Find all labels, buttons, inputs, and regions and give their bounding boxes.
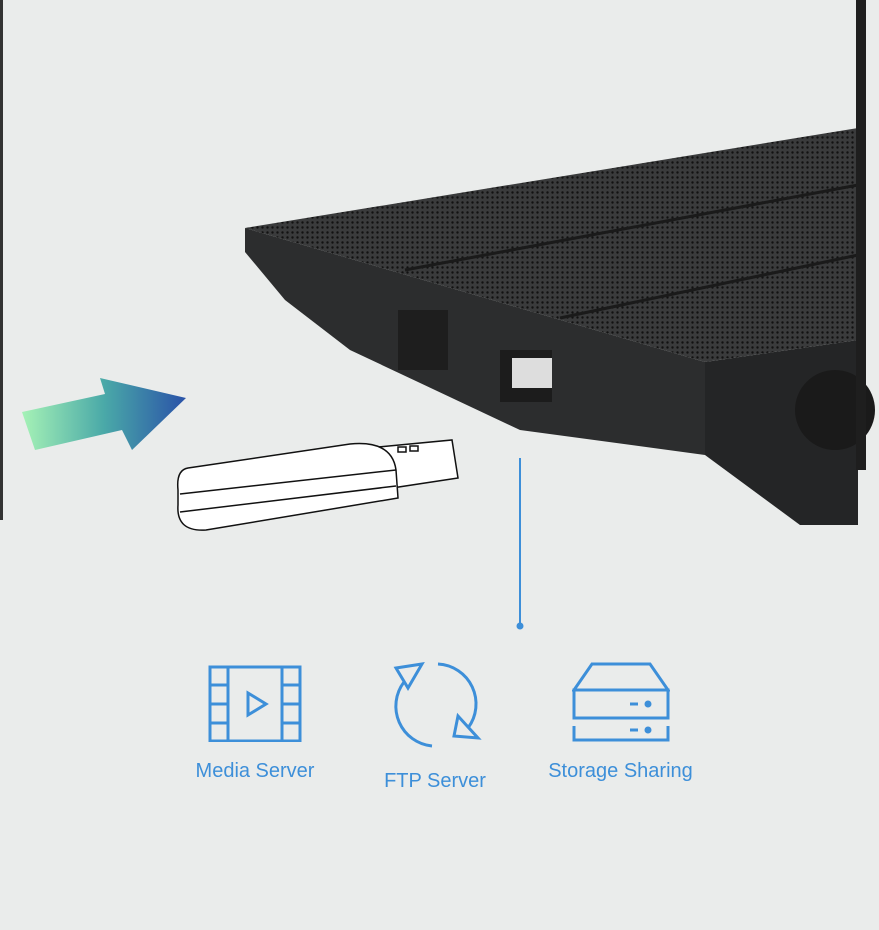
insert-arrow-icon [22, 378, 186, 450]
film-play-icon [208, 665, 302, 742]
router-front-face [245, 228, 705, 455]
antenna [856, 0, 866, 470]
feature-storage-sharing: Storage Sharing [538, 660, 703, 783]
feature-label: Media Server [195, 760, 315, 782]
usb-drive [176, 439, 459, 531]
left-dark-edge [0, 0, 3, 520]
connector-dot [516, 622, 524, 630]
feature-label: Storage Sharing [548, 760, 693, 782]
feature-label: FTP Server [384, 770, 486, 792]
sync-arrows-icon [393, 662, 482, 748]
router [245, 0, 875, 525]
antenna-base [795, 370, 875, 450]
storage-server-icon [571, 662, 670, 742]
router-top-face [245, 128, 858, 362]
feature-ftp-server: FTP Server [365, 660, 505, 793]
feature-media-server: Media Server [185, 660, 325, 783]
